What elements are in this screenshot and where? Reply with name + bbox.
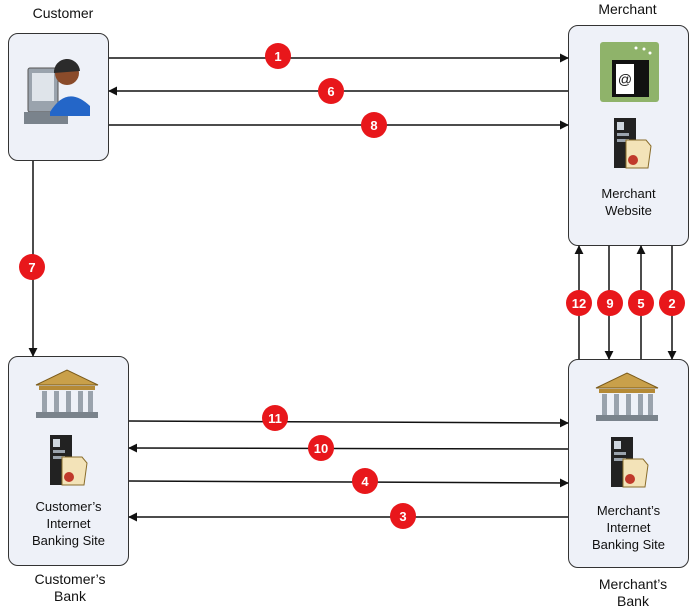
server-certificate-icon [611,437,649,488]
customer-bank-text: Customer’s Internet Banking Site [32,499,105,548]
flow-arrow-6: 6 [108,78,568,104]
server-certificate-icon [614,118,652,169]
step-10-badge: 10 [314,441,328,456]
flow-arrow-10: 10 [128,435,569,461]
step-4-badge: 4 [361,474,369,489]
flow-arrow-2: 2 [659,246,685,360]
step-8-badge: 8 [370,118,377,133]
step-5-badge: 5 [637,296,644,311]
flow-arrow-12: 12 [566,245,592,359]
flow-arrow-9: 9 [597,246,623,360]
flow-arrow-1: 1 [109,43,569,69]
merchant-website-text: Merchant Website [601,186,656,218]
flow-arrow-3: 3 [128,503,568,529]
server-certificate-icon [50,435,88,486]
step-7-badge: 7 [28,260,35,275]
user-at-computer-icon [24,58,90,124]
step-3-badge: 3 [399,509,406,524]
step-9-badge: 9 [606,296,613,311]
customer-label: Customer [32,5,94,21]
step-6-badge: 6 [327,84,334,99]
step-2-badge: 2 [668,296,675,311]
step-1-badge: 1 [274,49,281,64]
flow-arrow-11: 11 [128,405,569,431]
svg-text:@: @ [618,71,632,87]
flow-arrow-7: 7 [19,161,45,357]
flow-arrow-4: 4 [128,468,569,494]
step-11-badge: 11 [268,411,282,426]
customer-bank-label: Customer’s Bank [34,571,106,604]
bank-building-icon [35,369,99,418]
flow-arrow-8: 8 [109,112,569,138]
shopping-bag-icon: @ [600,42,659,102]
bank-building-icon [595,372,659,421]
step-12-badge: 12 [572,296,586,311]
flow-arrow-5: 5 [628,245,654,359]
merchant-bank-label: Merchant’s Bank [598,576,668,609]
merchant-label: Merchant [598,1,657,17]
merchant-bank-text: Merchant’s Internet Banking Site [592,503,665,552]
